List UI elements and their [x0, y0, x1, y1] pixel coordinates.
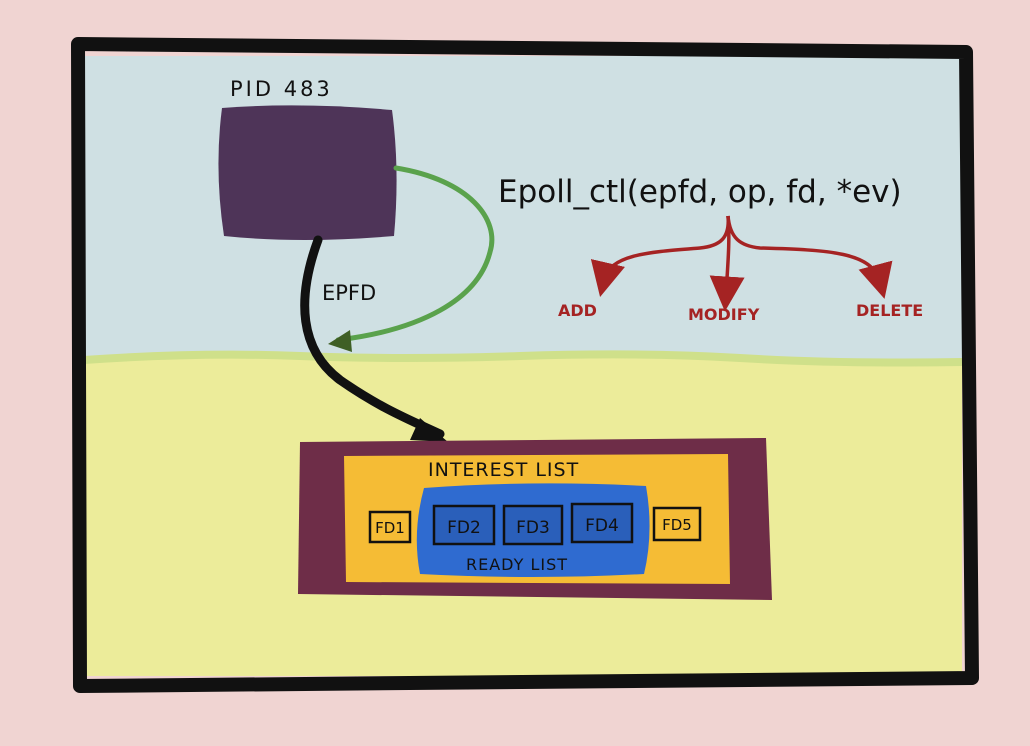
process-label: PID 483	[230, 77, 333, 101]
fd-label: FD5	[662, 516, 692, 534]
green-arrow	[335, 165, 495, 343]
fd-label: FD1	[375, 519, 405, 537]
op-add: ADD	[558, 301, 597, 320]
op-delete: DELETE	[856, 301, 923, 320]
horizon-line	[83, 350, 963, 367]
fd-label: FD4	[585, 516, 619, 536]
fd-box	[368, 510, 412, 544]
fd-box	[570, 502, 634, 544]
epfd-label: EPFD	[322, 281, 376, 305]
epfd-arrow-head-icon	[410, 418, 448, 442]
frame-border	[71, 37, 979, 693]
fd-box	[432, 504, 496, 546]
epoll-ctl-call: Epoll_ctl(epfd, op, fd, *ev)	[498, 174, 902, 210]
interest-list-title: INTEREST LIST	[428, 459, 579, 481]
add-arrow	[590, 215, 730, 298]
op-modify: MODIFY	[688, 305, 760, 324]
green-arrow-head-icon	[328, 330, 352, 352]
fd-box	[502, 504, 564, 546]
delete-arrow	[726, 215, 893, 299]
fd-label: FD2	[447, 518, 481, 538]
epfd-arrow	[300, 235, 445, 439]
fd-box	[652, 506, 702, 542]
process-box	[218, 105, 397, 240]
ready-list-title: READY LIST	[466, 555, 568, 574]
fd-label: FD3	[516, 518, 550, 538]
